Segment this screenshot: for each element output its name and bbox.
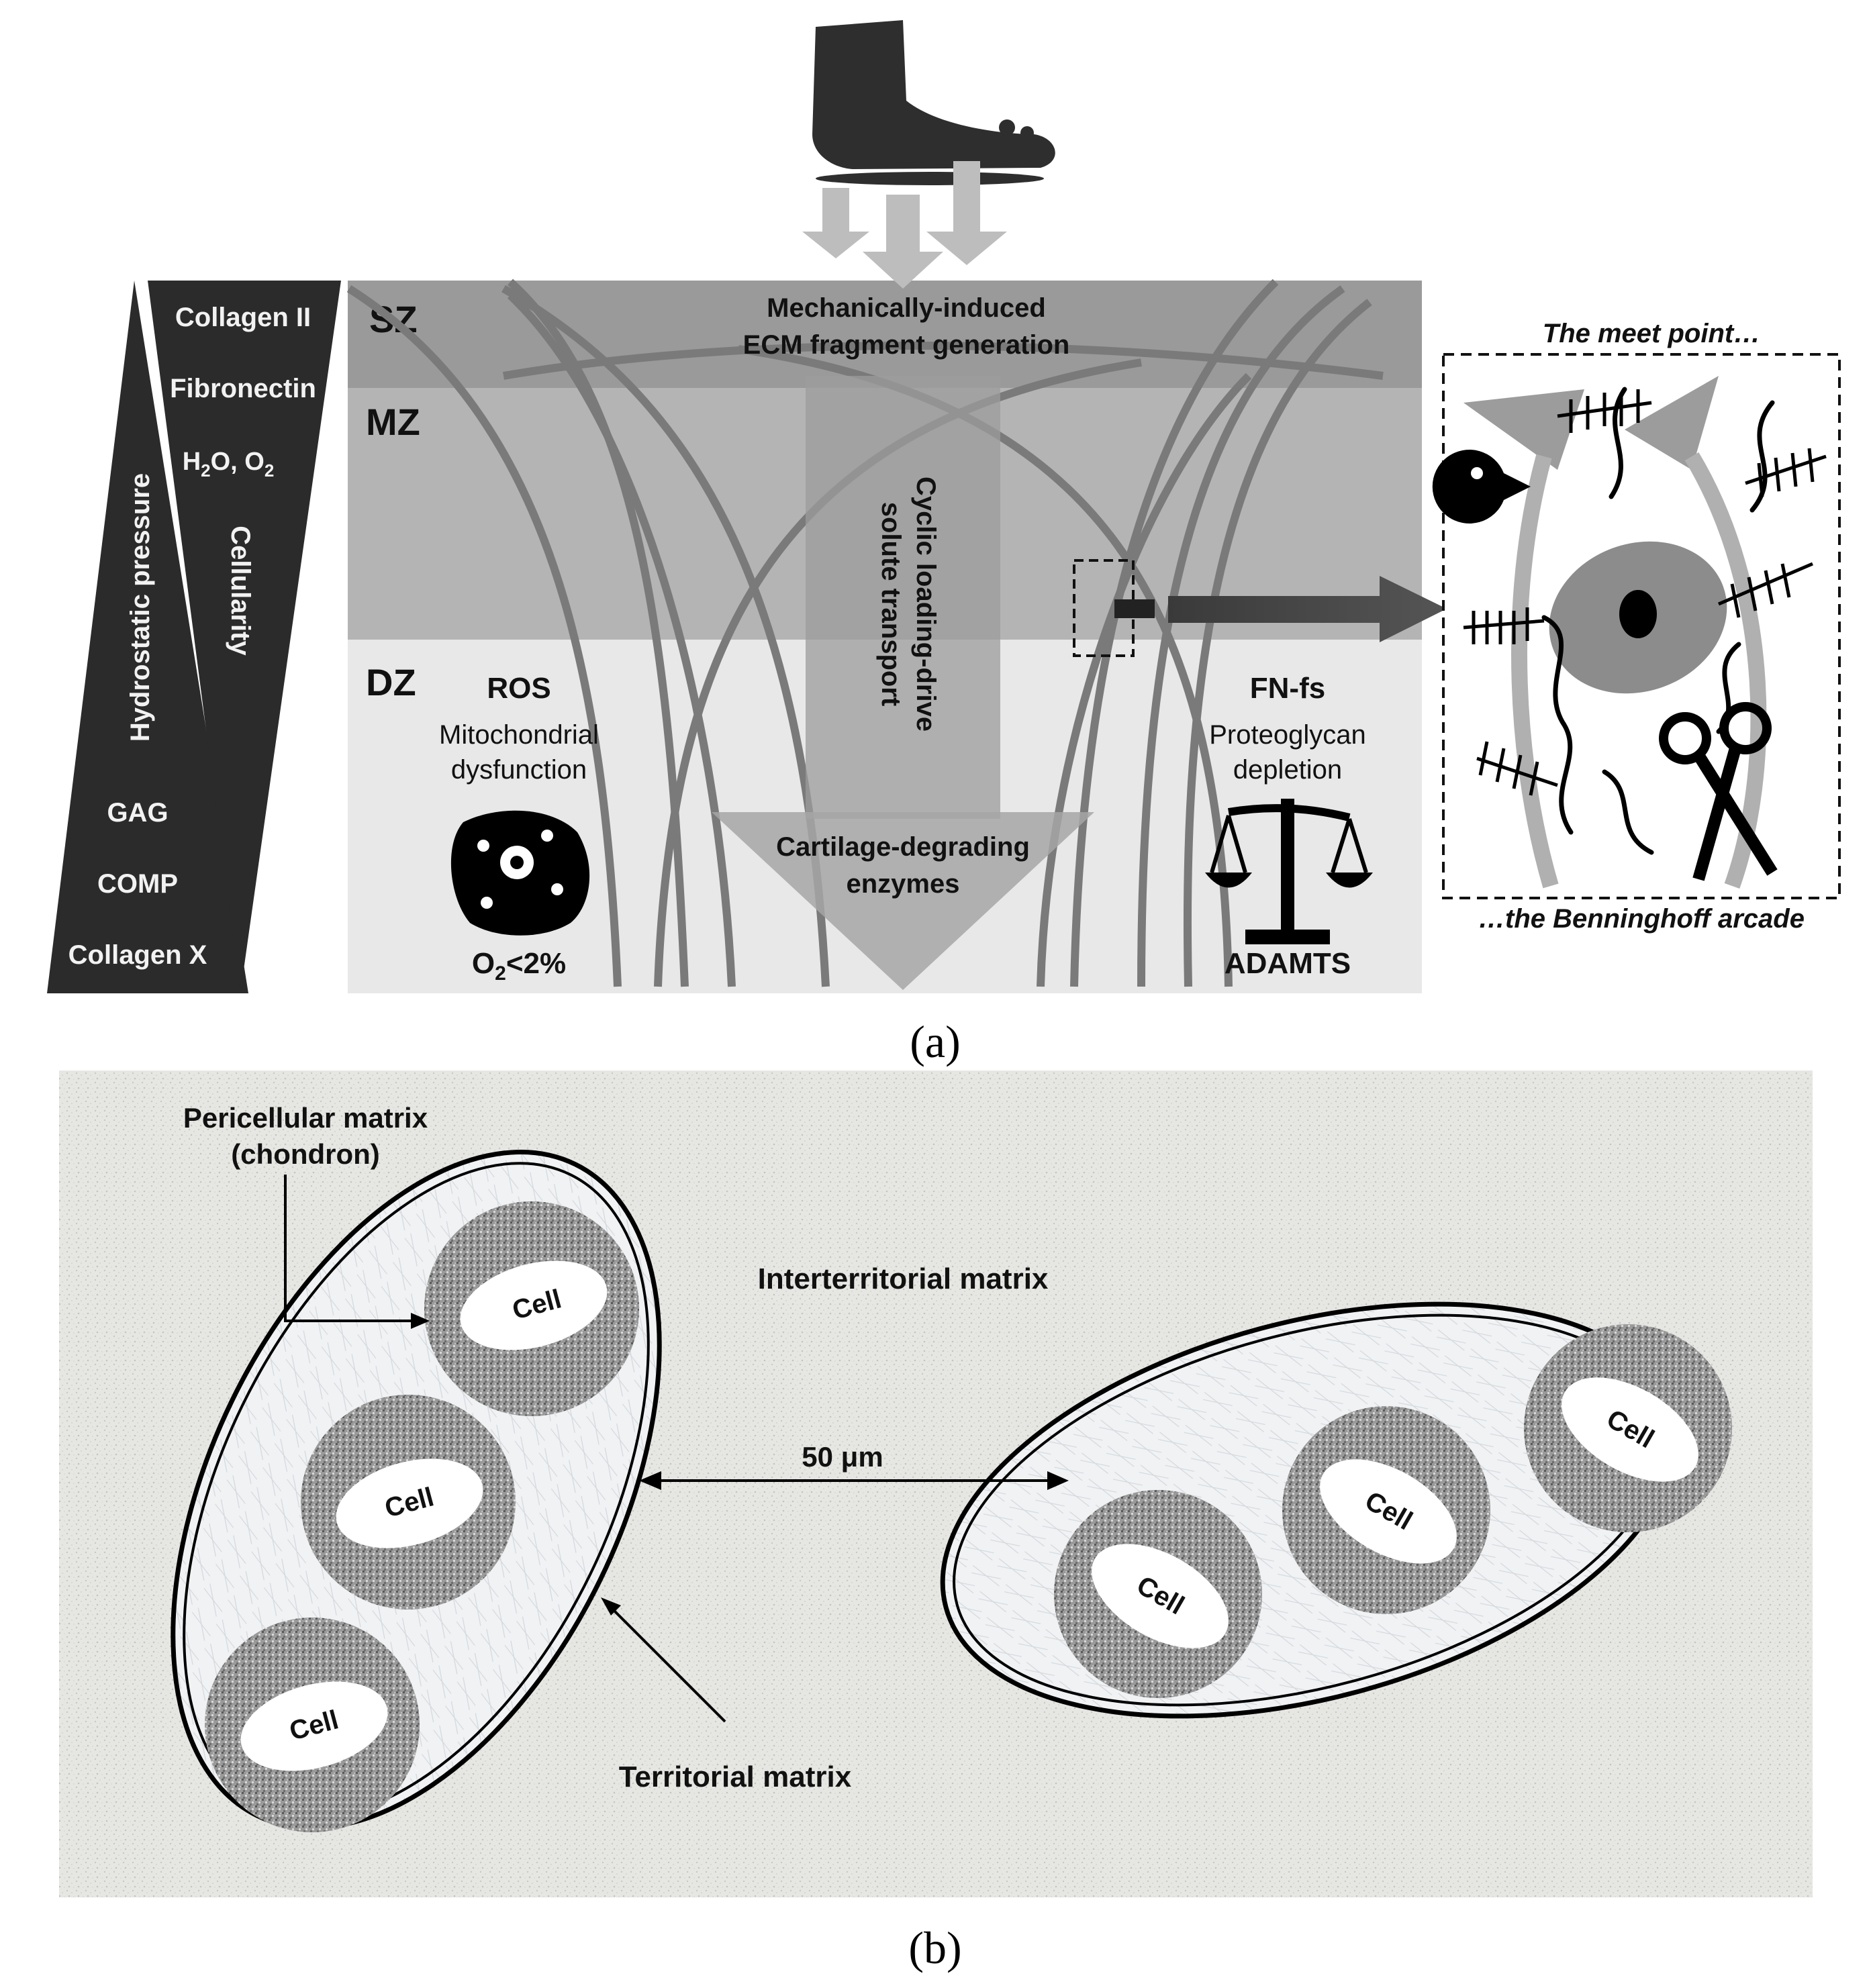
load-arrow-right bbox=[926, 161, 1007, 265]
territorial-pointer bbox=[606, 1603, 726, 1723]
zoom-marker bbox=[1114, 599, 1155, 618]
fnfs-label: FN-fs bbox=[1250, 672, 1325, 705]
load-arrow-left bbox=[802, 188, 869, 258]
cellularity-wedge bbox=[148, 281, 341, 993]
h2o-o2-label: H2O, O2 bbox=[183, 448, 275, 481]
collagen-x-label: Collagen X bbox=[68, 940, 207, 970]
mito-line2: dysfunction bbox=[451, 755, 587, 785]
left-wedge-top-labels: Collagen II Fibronectin H2O, O2 Cellular… bbox=[68, 303, 316, 970]
meet-top-label: The meet point… bbox=[1543, 319, 1760, 348]
ros-label: ROS bbox=[487, 672, 550, 705]
pacman-icon bbox=[1432, 449, 1531, 524]
proteo-line1: Proteoglycan bbox=[1209, 720, 1365, 750]
o2-label: O2<2% bbox=[472, 947, 566, 985]
caption-b: (b) bbox=[908, 1922, 961, 1973]
top-text-line2: ECM fragment generation bbox=[743, 330, 1070, 360]
enzymes-line1: Cartilage-degrading bbox=[776, 832, 1030, 862]
enzymes-line2: enzymes bbox=[847, 869, 960, 899]
dz-label: DZ bbox=[366, 661, 416, 703]
solute-transport-label: Cyclic loading-drive solute transport bbox=[876, 477, 941, 732]
pericellular-pointer bbox=[284, 1175, 416, 1322]
zoom-arrow bbox=[1168, 576, 1447, 642]
hydrostatic-wedge bbox=[47, 281, 248, 993]
svg-text:Cyclic loading-drive: Cyclic loading-drive bbox=[911, 477, 941, 732]
territorial-label: Territorial matrix bbox=[619, 1760, 852, 1793]
load-plate bbox=[816, 172, 1044, 185]
collagen-fibres bbox=[346, 279, 1384, 987]
collagen-ii-label: Collagen II bbox=[175, 303, 311, 332]
interterritorial-label: Interterritorial matrix bbox=[758, 1262, 1049, 1295]
load-group bbox=[802, 20, 1055, 289]
load-arrow-center bbox=[863, 195, 943, 289]
distance-measure: 50 μm bbox=[639, 1441, 1069, 1490]
distance-label: 50 μm bbox=[802, 1441, 883, 1473]
mito-line1: Mitochondrial bbox=[439, 720, 599, 750]
cell-group: Cell bbox=[424, 1201, 639, 1416]
foot-icon bbox=[812, 20, 1055, 169]
chondron-left: Cell Cell Cell bbox=[171, 1150, 662, 1832]
pericellular-line1: Pericellular matrix bbox=[183, 1102, 428, 1134]
caption-a: (a) bbox=[910, 1016, 960, 1067]
top-text-line1: Mechanically-induced bbox=[767, 293, 1046, 323]
gag-label: GAG bbox=[107, 798, 168, 828]
hydrostatic-pressure-label: Hydrostatic pressure bbox=[126, 473, 155, 742]
cell-group: Cell bbox=[1054, 1490, 1262, 1698]
cell-group: Cell bbox=[1282, 1406, 1490, 1614]
chondron-right: Cell Cell Cell bbox=[940, 1301, 1732, 1719]
proteo-line2: depletion bbox=[1233, 755, 1342, 785]
scissors-icon bbox=[1659, 702, 1778, 881]
benninghoff-arcade-illustration bbox=[1432, 376, 1827, 889]
mz-label: MZ bbox=[366, 401, 420, 443]
comp-label: COMP bbox=[97, 869, 178, 899]
cell-group: Cell bbox=[205, 1618, 420, 1832]
fibronectin-label: Fibronectin bbox=[170, 374, 316, 403]
panel-a: Collagen II Fibronectin H2O, O2 Cellular… bbox=[47, 20, 1841, 1067]
svg-text:solute transport: solute transport bbox=[876, 502, 906, 706]
solute-transport-shaft bbox=[806, 376, 1000, 819]
mitochondrion-icon bbox=[450, 810, 590, 936]
cellularity-label: Cellularity bbox=[226, 526, 255, 656]
meet-bottom-label: …the Benninghoff arcade bbox=[1478, 904, 1805, 934]
enzyme-arrow-head bbox=[712, 812, 1094, 990]
cell-group: Cell bbox=[301, 1395, 516, 1609]
pericellular-line2: (chondron) bbox=[231, 1138, 380, 1170]
adamts-label: ADAMTS bbox=[1225, 947, 1351, 980]
balance-scale-icon bbox=[1205, 799, 1373, 944]
panel-b: Cell Cell Cell Cell bbox=[59, 1071, 1813, 1973]
cell-group: Cell bbox=[1524, 1324, 1732, 1532]
